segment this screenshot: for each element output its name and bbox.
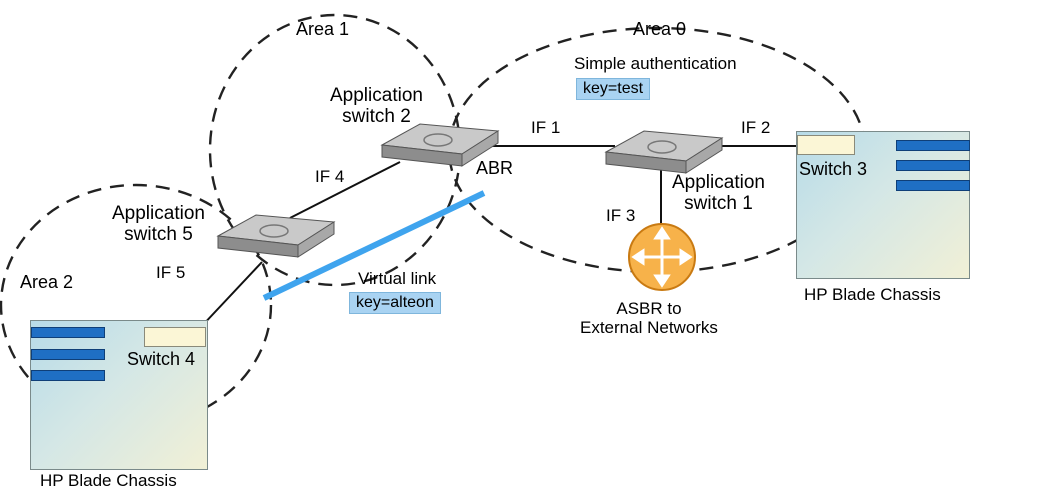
blade-slot xyxy=(896,180,970,191)
blade-slot xyxy=(31,327,105,338)
application-switch-5-icon xyxy=(216,214,336,258)
area-2-boundary xyxy=(0,183,273,427)
key-alteon-box: key=alteon xyxy=(349,292,441,314)
if2-label: IF 2 xyxy=(741,118,771,137)
left-blade-chassis xyxy=(30,320,208,470)
switch-4-label: Switch 4 xyxy=(127,349,196,369)
if3-label: IF 3 xyxy=(606,206,636,225)
simple-auth-label: Simple authentication xyxy=(574,54,737,73)
switch-3-label: Switch 3 xyxy=(799,159,868,179)
abr-label: ABR xyxy=(476,158,514,178)
link-if4 xyxy=(289,161,401,219)
blade-slot xyxy=(31,370,105,381)
switch-3-module xyxy=(797,135,855,155)
left-chassis-label: HP Blade Chassis xyxy=(40,471,177,490)
application-switch-1-label: Application switch 1 xyxy=(672,172,765,214)
if4-label: IF 4 xyxy=(315,167,345,186)
virtual-link xyxy=(262,190,486,301)
application-switch-2-label: Application switch 2 xyxy=(330,85,423,127)
area-1-label: Area 1 xyxy=(296,19,350,39)
asbr-router-icon xyxy=(628,223,696,291)
application-switch-5-label: Application switch 5 xyxy=(112,203,205,245)
right-blade-chassis xyxy=(796,131,970,279)
blade-slot xyxy=(896,160,970,171)
key-test-box: key=test xyxy=(576,78,651,100)
area-2-label: Area 2 xyxy=(20,272,74,292)
switch-4-module xyxy=(144,327,206,347)
blade-slot xyxy=(896,140,970,151)
application-switch-2-icon xyxy=(380,123,500,167)
link-if5 xyxy=(199,261,263,329)
application-switch-1-icon xyxy=(604,130,724,174)
asbr-label: ASBR to External Networks xyxy=(580,299,718,337)
blade-slot xyxy=(31,349,105,360)
if5-label: IF 5 xyxy=(156,263,186,282)
area-0-label: Area 0 xyxy=(633,19,687,39)
right-chassis-label: HP Blade Chassis xyxy=(804,285,941,304)
if1-label: IF 1 xyxy=(531,118,561,137)
virtual-link-label: Virtual link xyxy=(358,269,437,288)
